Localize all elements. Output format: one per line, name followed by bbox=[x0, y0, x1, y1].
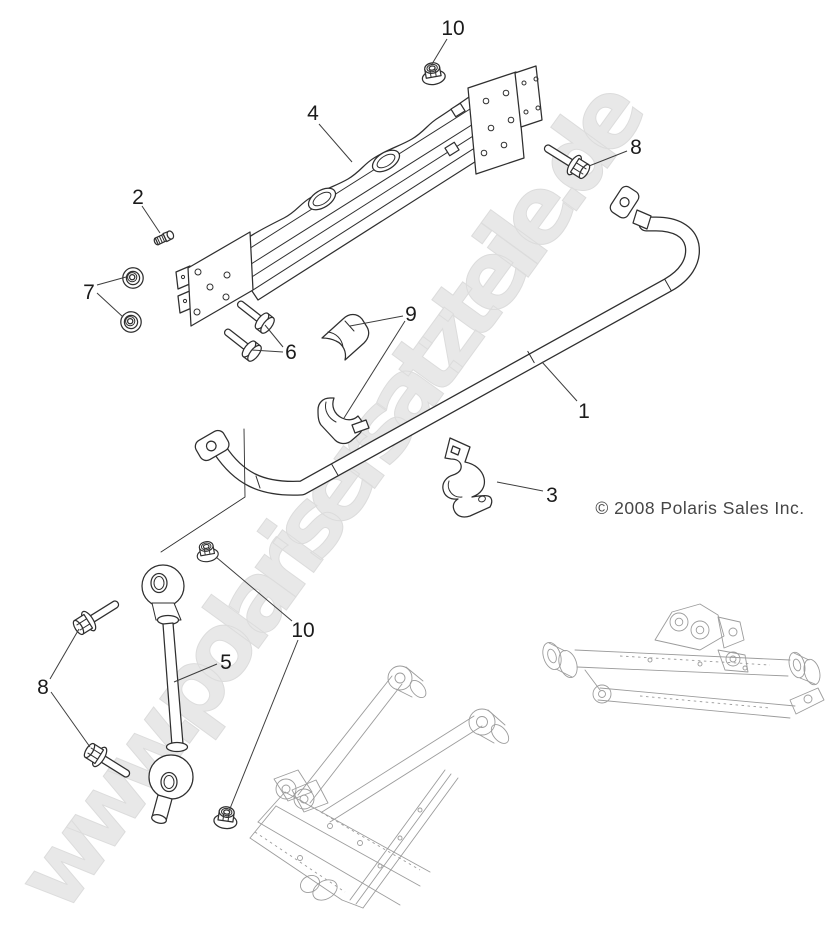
assembly-reference-line bbox=[160, 428, 246, 553]
callout-3: 3 bbox=[546, 484, 558, 507]
fitting-screw-drawing bbox=[153, 230, 175, 246]
callout-6: 6 bbox=[285, 341, 297, 364]
callout-5: 5 bbox=[220, 651, 232, 674]
bushing-lower-drawing bbox=[317, 397, 370, 445]
mount-rail-drawing bbox=[175, 65, 543, 327]
callout-9: 9 bbox=[405, 303, 417, 326]
callout-7: 7 bbox=[83, 281, 95, 304]
stabilizer-bar-drawing bbox=[194, 185, 700, 496]
copyright-text: © 2008 Polaris Sales Inc. bbox=[595, 498, 804, 518]
control-arm-assembly-right-drawing bbox=[542, 603, 825, 719]
bar-clamp-drawing bbox=[442, 437, 493, 518]
carriage-bolt-1-drawing bbox=[231, 294, 278, 337]
control-arm-assembly-center-drawing bbox=[249, 665, 510, 909]
bushing-upper-drawing bbox=[321, 313, 370, 361]
flange-nut-7b-drawing bbox=[120, 311, 142, 333]
flange-nut-top-drawing bbox=[419, 60, 447, 87]
callout-1: 1 bbox=[578, 400, 590, 423]
callout-10-top: 10 bbox=[441, 17, 464, 40]
callout-10-middle: 10 bbox=[291, 619, 314, 642]
callout-8-top-right: 8 bbox=[630, 136, 642, 159]
callout-8-left: 8 bbox=[37, 676, 49, 699]
leader-lines bbox=[49, 38, 628, 812]
linkage-rod-drawing bbox=[141, 564, 194, 824]
callout-2: 2 bbox=[132, 186, 144, 209]
flange-nut-7a-drawing bbox=[122, 267, 144, 289]
flange-nut-lower-drawing bbox=[212, 804, 240, 831]
callout-4: 4 bbox=[307, 102, 319, 125]
flange-nut-middle-drawing bbox=[194, 539, 220, 564]
